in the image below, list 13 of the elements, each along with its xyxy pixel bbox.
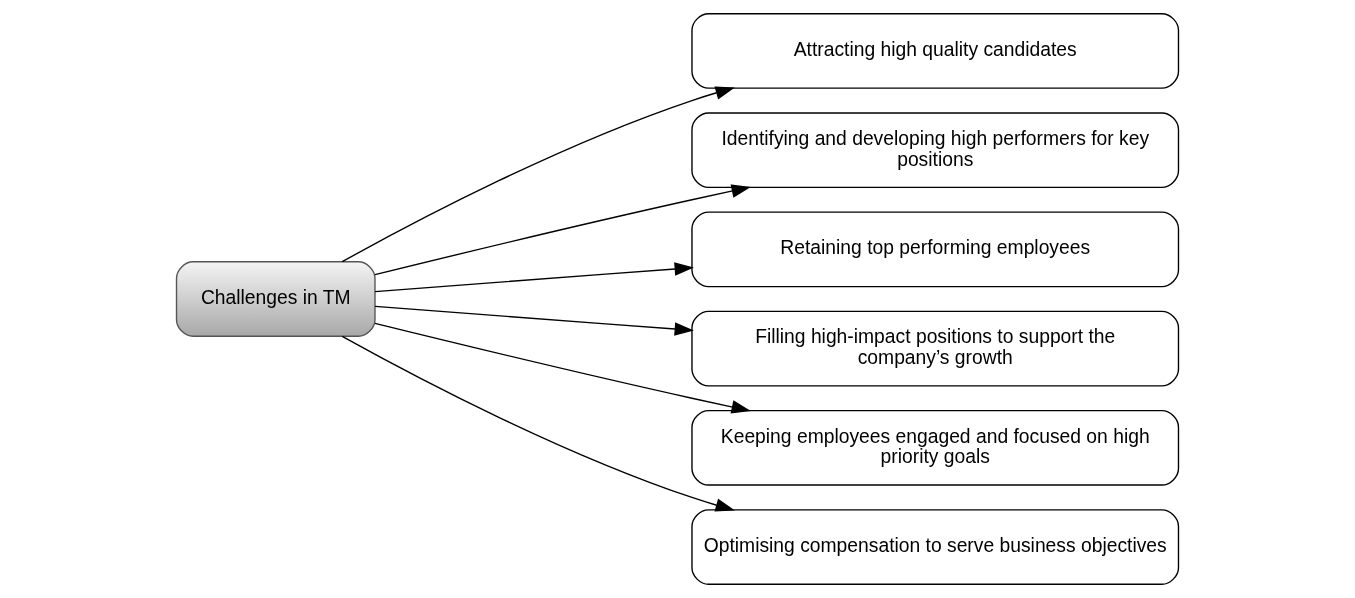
node-box: Identifying and developing high performers for key positions <box>691 112 1180 189</box>
node-box: Keeping employees engaged and focused on high priority goals <box>691 409 1180 486</box>
node-box: Attracting high quality candidates <box>691 13 1180 89</box>
arrow <box>374 305 694 336</box>
node-box: Filling high-impact positions to support the company’s growth <box>691 310 1180 387</box>
arrow <box>341 86 735 263</box>
arrow <box>374 322 751 414</box>
node-box: Optimising compensation to serve business objectives <box>691 509 1180 585</box>
arrow <box>374 262 694 293</box>
node-box: Retaining top performing employees <box>691 211 1180 288</box>
node-box: Challenges in TM <box>175 261 376 337</box>
arrow <box>341 335 735 512</box>
arrow <box>374 184 751 276</box>
